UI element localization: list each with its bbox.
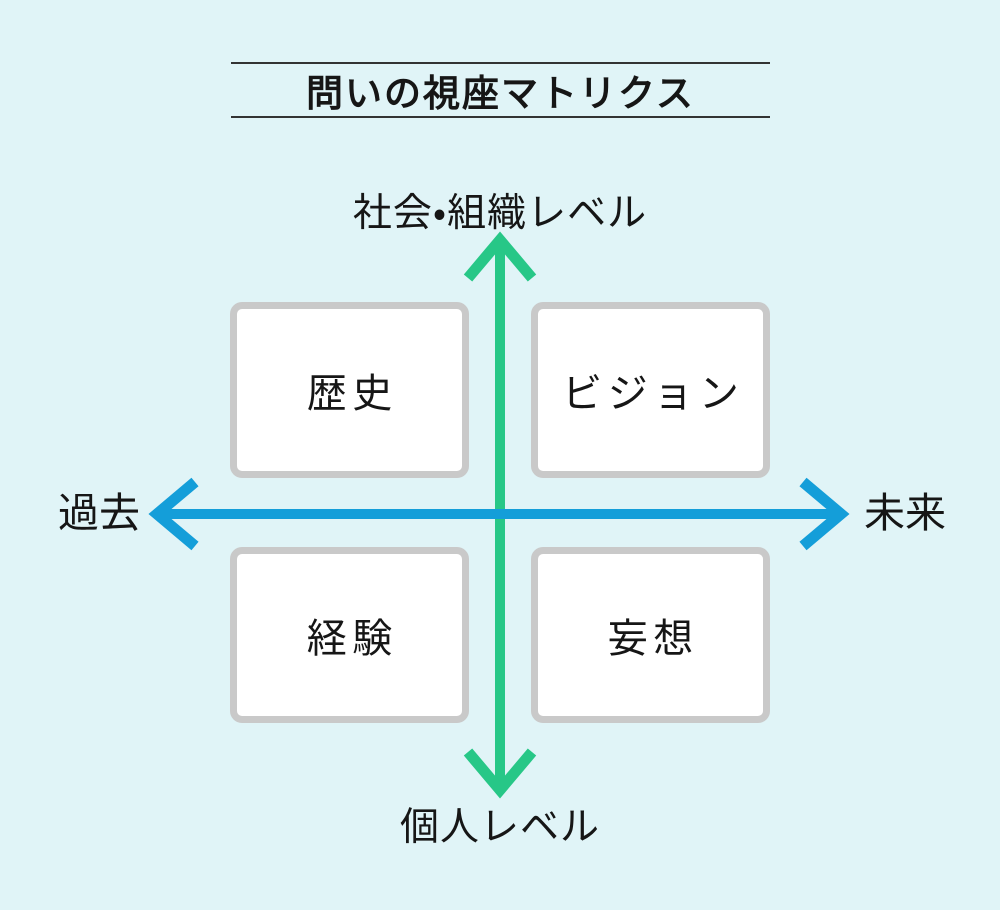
vertical-axis-top-label: 社会・組織レベル xyxy=(352,191,648,236)
quadrant-bottom-right-label: 妄想 xyxy=(607,616,699,662)
vertical-axis-arrowhead-up-icon xyxy=(463,231,537,282)
horizontal-axis-right-label: 未来 xyxy=(864,489,946,537)
quadrant-top-right-box: ビジョン xyxy=(531,302,770,478)
horizontal-axis-arrowhead-left-icon xyxy=(148,477,199,551)
vertical-axis-arrowhead-down-icon xyxy=(463,748,537,799)
horizontal-axis-arrowhead-right-icon xyxy=(799,477,850,551)
horizontal-axis-left-label: 過去 xyxy=(58,489,140,537)
quadrant-top-right-label: ビジョン xyxy=(562,371,745,417)
vertical-axis-bottom-label: 個人レベル xyxy=(399,805,600,850)
diagram-title-text: 問いの視座マトリクス xyxy=(306,72,695,115)
quadrant-bottom-left-box: 経験 xyxy=(230,547,469,723)
quadrant-bottom-right-box: 妄想 xyxy=(531,547,770,723)
quadrant-top-left-label: 歴史 xyxy=(306,371,398,417)
quadrant-top-left-box: 歴史 xyxy=(230,302,469,478)
quadrant-bottom-left-label: 経験 xyxy=(306,616,398,662)
diagram-title: 問いの視座マトリクス xyxy=(231,62,770,118)
